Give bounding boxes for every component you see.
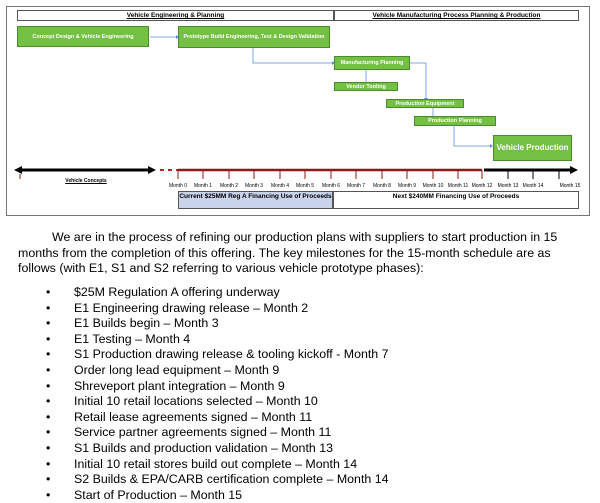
month-label: Month 2 — [219, 183, 239, 189]
list-item: S1 Builds and production validation – Mo… — [46, 441, 389, 457]
month-label: Month 6 — [321, 183, 341, 189]
month-label: Month 14 — [522, 183, 544, 189]
list-item: E1 Builds begin – Month 3 — [46, 316, 389, 332]
month-label: Month 13 — [497, 183, 519, 189]
task-vehicle-production: Vehicle Production — [493, 135, 572, 161]
month-label: Month 4 — [270, 183, 290, 189]
month-label: Month 3 — [244, 183, 264, 189]
task-prototype-build: Prototype Build Engineering, Test & Desi… — [178, 26, 330, 48]
list-item: Retail lease agreements signed – Month 1… — [46, 410, 389, 426]
financing-next: Next $240MM Financing Use of Proceeds — [333, 191, 579, 209]
list-item: $25M Regulation A offering underway — [46, 285, 389, 301]
list-item: Order long lead equipment – Month 9 — [46, 363, 389, 379]
list-item: E1 Testing – Month 4 — [46, 332, 389, 348]
month-label: Month 5 — [295, 183, 315, 189]
list-item: E1 Engineering drawing release – Month 2 — [46, 301, 389, 317]
body-paragraph: We are in the process of refining our pr… — [18, 230, 558, 276]
task-concept-design: Concept Design & Vehicle Engineering — [17, 26, 149, 47]
month-label: Month 11 — [447, 183, 469, 189]
month-label: Month 7 — [346, 183, 366, 189]
timeline-concepts-label: Vehicle Concepts — [65, 178, 107, 184]
list-item: Service partner agreements signed – Mont… — [46, 425, 389, 441]
list-item: Initial 10 retail locations selected – M… — [46, 394, 389, 410]
timeline-axis — [14, 166, 578, 179]
list-item: Shreveport plant integration – Month 9 — [46, 379, 389, 395]
month-label: Month 15 — [559, 183, 581, 189]
list-item: S2 Builds & EPA/CARB certification compl… — [46, 472, 389, 488]
financing-current: Current $25MM Reg A Financing Use of Pro… — [178, 191, 333, 209]
month-label: Month 0 — [168, 183, 188, 189]
phase-header-engineering: Vehicle Engineering & Planning — [17, 10, 334, 21]
month-label: Month 1 — [193, 183, 213, 189]
task-production-equipment: Production Equipment — [386, 99, 464, 108]
task-manufacturing-planning: Manufacturing Planning — [334, 56, 410, 70]
month-label: Month 10 — [422, 183, 444, 189]
task-production-planning: Production Planning — [414, 116, 496, 126]
list-item: S1 Production drawing release & tooling … — [46, 347, 389, 363]
gantt-chart — [6, 6, 590, 216]
month-label: Month 9 — [397, 183, 417, 189]
milestone-list: $25M Regulation A offering underway E1 E… — [46, 285, 389, 503]
list-item: Start of Production – Month 15 — [46, 488, 389, 503]
list-item: Initial 10 retail stores build out compl… — [46, 457, 389, 473]
month-label: Month 12 — [471, 183, 493, 189]
phase-header-manufacturing: Vehicle Manufacturing Process Planning &… — [334, 10, 579, 21]
task-vendor-tooling: Vendor Tooling — [334, 82, 398, 91]
month-label: Month 8 — [372, 183, 392, 189]
